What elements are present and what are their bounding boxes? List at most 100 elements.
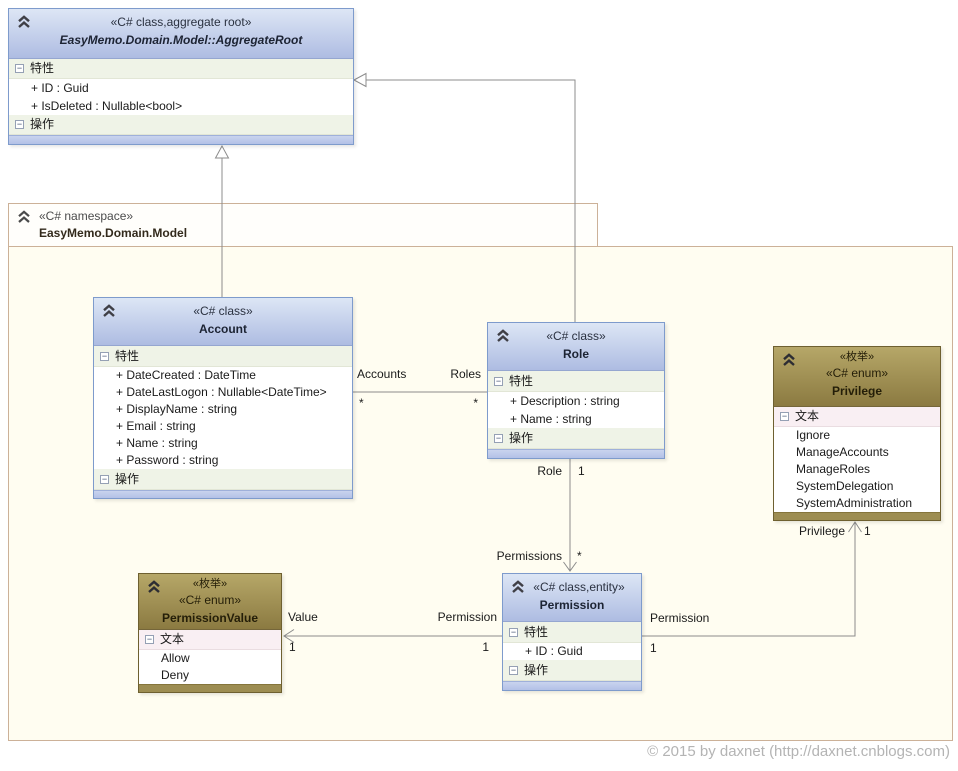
class-role[interactable]: «C# class» Role − 特性 + Description : str… bbox=[487, 322, 665, 459]
class-account[interactable]: «C# class» Account − 特性 + DateCreated : … bbox=[93, 297, 353, 499]
namespace-header[interactable]: «C# namespace» EasyMemo.Domain.Model bbox=[8, 203, 598, 247]
attribute-row[interactable]: + ID : Guid bbox=[9, 79, 353, 97]
operations-section[interactable]: − 操作 bbox=[94, 469, 352, 490]
collapse-minus-icon[interactable]: − bbox=[100, 350, 109, 361]
class-header[interactable]: «C# class,aggregate root» EasyMemo.Domai… bbox=[9, 9, 353, 59]
attribute-row[interactable]: + Password : string bbox=[94, 452, 352, 469]
attribute-row[interactable]: + IsDeleted : Nullable<bool> bbox=[9, 97, 353, 115]
section-label: 特性 bbox=[115, 349, 140, 363]
assoc-role-label: Roles bbox=[450, 367, 481, 381]
attribute-row[interactable]: + DateLastLogon : Nullable<DateTime> bbox=[94, 384, 352, 401]
enum-privilege[interactable]: «枚举» «C# enum» Privilege − 文本 Ignore Man… bbox=[773, 346, 941, 521]
attribute-row[interactable]: + ID : Guid bbox=[503, 643, 641, 660]
attribute-row[interactable]: + Name : string bbox=[488, 410, 664, 428]
assoc-role-label: Role bbox=[537, 464, 562, 478]
section-label: 特性 bbox=[509, 374, 534, 388]
literal-row[interactable]: ManageRoles bbox=[774, 461, 940, 478]
assoc-multiplicity: 1 bbox=[650, 641, 657, 655]
class-name: Permission bbox=[539, 598, 605, 612]
collapse-minus-icon[interactable]: − bbox=[494, 432, 503, 443]
attributes-section[interactable]: − 特性 bbox=[488, 371, 664, 392]
collapse-minus-icon[interactable]: − bbox=[15, 63, 24, 73]
assoc-role-label: Value bbox=[288, 610, 318, 624]
copyright-text: © 2015 by daxnet (http://daxnet.cnblogs.… bbox=[647, 743, 950, 760]
enum-stereotype: «C# enum» bbox=[178, 593, 242, 607]
attribute-row[interactable]: + DateCreated : DateTime bbox=[94, 367, 352, 384]
literal-row[interactable]: SystemDelegation bbox=[774, 478, 940, 495]
section-label: 操作 bbox=[509, 431, 534, 445]
section-label: 特性 bbox=[30, 61, 55, 75]
namespace-stereotype: «C# namespace» bbox=[39, 209, 134, 223]
class-header[interactable]: «C# class» Account bbox=[94, 298, 352, 346]
literal-row[interactable]: ManageAccounts bbox=[774, 444, 940, 461]
literal-row[interactable]: Ignore bbox=[774, 427, 940, 444]
literal-row[interactable]: Deny bbox=[139, 667, 281, 684]
assoc-multiplicity: 1 bbox=[864, 524, 871, 538]
operations-section[interactable]: − 操作 bbox=[488, 428, 664, 449]
section-label: 操作 bbox=[524, 663, 549, 677]
assoc-multiplicity: 1 bbox=[578, 464, 585, 478]
attributes-section[interactable]: − 特性 bbox=[503, 622, 641, 643]
inheritance-arrowhead bbox=[214, 144, 230, 159]
assoc-multiplicity: * bbox=[359, 396, 364, 410]
attribute-row[interactable]: + Email : string bbox=[94, 418, 352, 435]
class-stereotype: «C# class,entity» bbox=[533, 580, 625, 594]
literal-row[interactable]: Allow bbox=[139, 650, 281, 667]
section-label: 操作 bbox=[115, 472, 140, 486]
class-permission[interactable]: «C# class,entity» Permission − 特性 + ID :… bbox=[502, 573, 642, 691]
enum-stereotype-cn: «枚举» bbox=[192, 578, 228, 590]
collapse-chevron-icon[interactable] bbox=[16, 15, 32, 29]
class-header[interactable]: «C# class» Role bbox=[488, 323, 664, 371]
enum-permissionvalue[interactable]: «枚举» «C# enum» PermissionValue − 文本 Allo… bbox=[138, 573, 282, 693]
assoc-role-label: Accounts bbox=[357, 367, 407, 381]
collapse-minus-icon[interactable]: − bbox=[145, 634, 154, 644]
enum-name: PermissionValue bbox=[161, 611, 259, 625]
section-label: 操作 bbox=[30, 117, 55, 131]
operations-section[interactable]: − 操作 bbox=[9, 115, 353, 135]
collapse-minus-icon[interactable]: − bbox=[494, 375, 503, 386]
box-footer-strip bbox=[488, 449, 664, 458]
enum-header[interactable]: «枚举» «C# enum» Privilege bbox=[774, 347, 940, 407]
attributes-section[interactable]: − 特性 bbox=[94, 346, 352, 367]
assoc-role-label: Permission bbox=[437, 610, 497, 624]
literal-row[interactable]: SystemAdministration bbox=[774, 495, 940, 512]
attribute-row[interactable]: + DisplayName : string bbox=[94, 401, 352, 418]
class-header[interactable]: «C# class,entity» Permission bbox=[503, 574, 641, 622]
attribute-row[interactable]: + Description : string bbox=[488, 392, 664, 410]
section-label: 特性 bbox=[524, 625, 549, 639]
box-footer-strip bbox=[774, 512, 940, 520]
assoc-role-label: Permissions bbox=[496, 549, 562, 563]
box-footer-strip bbox=[94, 490, 352, 498]
collapse-minus-icon[interactable]: − bbox=[780, 411, 789, 421]
class-name: EasyMemo.Domain.Model::AggregateRoot bbox=[59, 33, 303, 47]
collapse-chevron-icon[interactable] bbox=[101, 304, 117, 318]
assoc-role-label: Privilege bbox=[798, 524, 845, 538]
collapse-minus-icon[interactable]: − bbox=[509, 664, 518, 675]
class-stereotype: «C# class» bbox=[546, 329, 606, 343]
literals-section[interactable]: − 文本 bbox=[139, 630, 281, 650]
namespace-name: EasyMemo.Domain.Model bbox=[39, 226, 188, 240]
literals-section[interactable]: − 文本 bbox=[774, 407, 940, 427]
collapse-chevron-icon[interactable] bbox=[16, 210, 32, 224]
collapse-minus-icon[interactable]: − bbox=[100, 473, 109, 484]
operations-section[interactable]: − 操作 bbox=[503, 660, 641, 681]
enum-header[interactable]: «枚举» «C# enum» PermissionValue bbox=[139, 574, 281, 630]
section-label: 文本 bbox=[160, 632, 185, 646]
box-footer-strip bbox=[9, 135, 353, 144]
attributes-section[interactable]: − 特性 bbox=[9, 59, 353, 79]
assoc-role-label: Permission bbox=[650, 611, 710, 625]
collapse-chevron-icon[interactable] bbox=[510, 580, 526, 594]
attribute-row[interactable]: + Name : string bbox=[94, 435, 352, 452]
box-footer-strip bbox=[139, 684, 281, 692]
collapse-chevron-icon[interactable] bbox=[781, 353, 797, 367]
collapse-minus-icon[interactable]: − bbox=[509, 626, 518, 637]
collapse-minus-icon[interactable]: − bbox=[15, 119, 24, 129]
inheritance-arrowhead bbox=[352, 72, 367, 88]
assoc-multiplicity: * bbox=[473, 396, 478, 410]
collapse-chevron-icon[interactable] bbox=[146, 580, 162, 594]
class-aggregateroot[interactable]: «C# class,aggregate root» EasyMemo.Domai… bbox=[8, 8, 354, 145]
class-name: Account bbox=[199, 322, 247, 336]
collapse-chevron-icon[interactable] bbox=[495, 329, 511, 343]
class-stereotype: «C# class» bbox=[193, 304, 253, 318]
